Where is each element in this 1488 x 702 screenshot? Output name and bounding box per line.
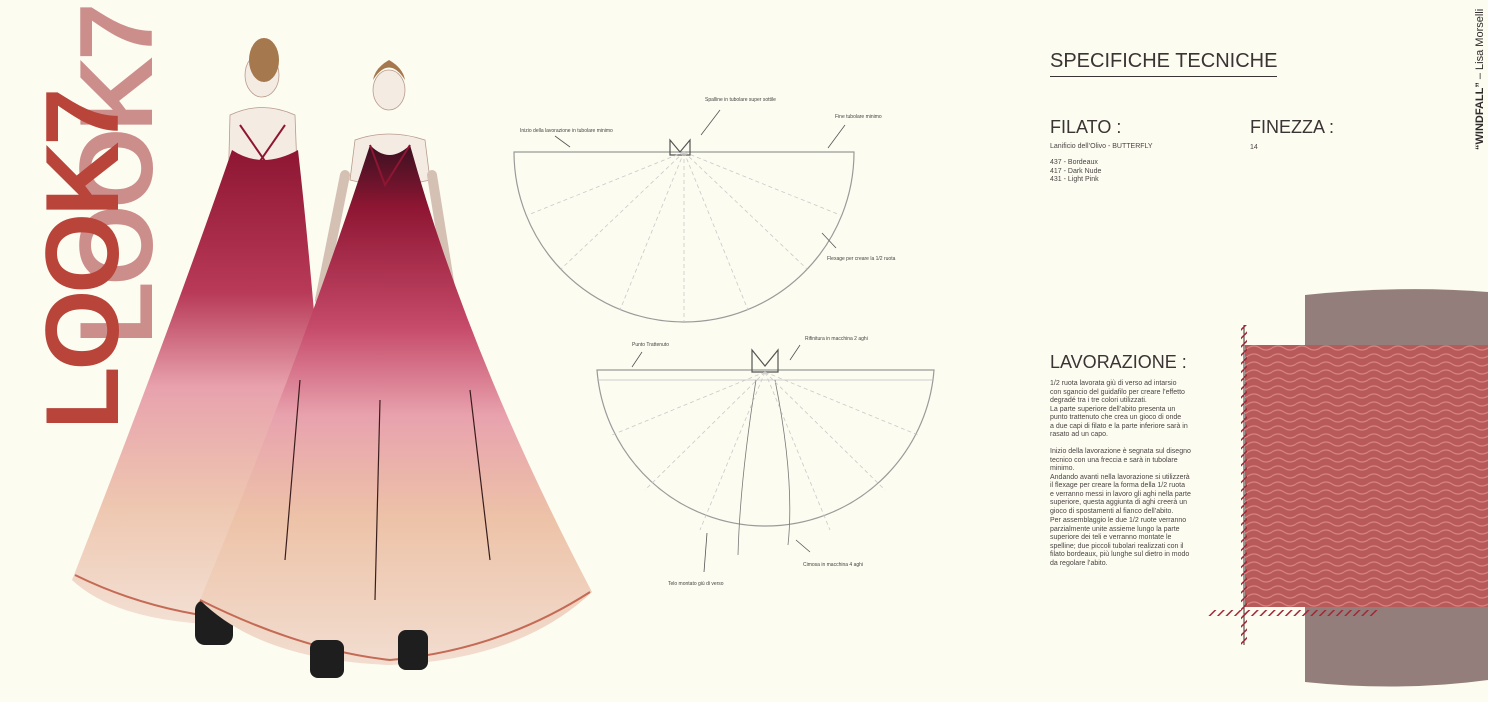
finezza-value: 14 [1250,144,1258,151]
credit-separator: – [1474,69,1486,83]
label-fine: Fine tubolare minimo [835,114,882,120]
author-name: Lisa Morselli [1474,8,1486,70]
filato-color-list: 437 - Bordeaux 417 - Dark Nude 431 - Lig… [1050,159,1101,185]
lavorazione-paragraph-1: 1/2 ruota lavorata giù di verso ad intar… [1050,380,1188,438]
lavorazione-heading: LAVORAZIONE : [1050,352,1187,372]
label-flexage: Flexage per creare la 1/2 ruota [827,256,896,262]
specs-title: SPECIFICHE TECNICHE [1050,50,1278,77]
collection-name: “WINDFALL” [1474,82,1486,150]
filato-color-item: 417 - Dark Nude [1050,167,1102,175]
finezza-heading: FINEZZA : [1250,117,1335,137]
filato-heading: FILATO : [1050,117,1122,137]
label-telo: Telo montato giù di verso [668,581,724,587]
label-inizio: Inizio della lavorazione in tubolare min… [520,128,613,134]
technical-drawing-bottom [596,344,935,573]
filato-color-item: 437 - Bordeaux [1050,159,1098,166]
collection-credit: “WINDFALL” – Lisa Morselli [1474,9,1486,150]
lavorazione-paragraph-2: Inizio della lavorazione è segnata sul d… [1050,448,1191,515]
label-spalline: Spalline in tubolare super sottile [705,97,776,103]
front-view-figure [199,60,592,678]
label-punto: Punto Trattenuto [632,342,669,348]
label-cimosa: Cimosa in macchina 4 aghi [803,562,864,568]
lavorazione-paragraph-3: Per assemblaggio le due 1/2 ruote verran… [1050,517,1190,567]
label-rifinitura: Rifinitura in macchina 2 aghi [805,336,868,342]
filato-brand: Lanificio dell’Olivo - BUTTERFLY [1050,143,1153,150]
knit-swatch [1208,289,1488,687]
filato-color-item: 431 - Light Pink [1050,176,1099,183]
technical-drawing-top [513,109,855,323]
